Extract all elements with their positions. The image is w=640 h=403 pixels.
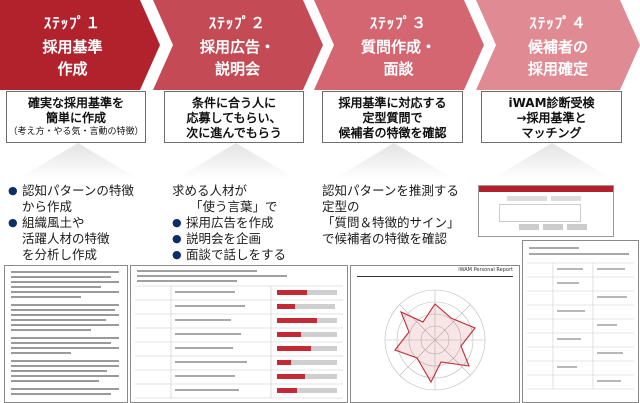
step-4-title-line-1: 候補者の xyxy=(527,38,588,56)
step-3-arrow: ｽﾃｯﾌﾟ３ 質問作成・ 面談 xyxy=(314,0,484,90)
bullet-icon: ● xyxy=(172,248,182,261)
desc1-bullet1-line2: から作成 xyxy=(22,199,73,214)
desc3-line1: 認知パターンを推測する xyxy=(322,183,459,198)
bullet-icon: ● xyxy=(172,216,182,229)
bullet-icon: ● xyxy=(8,184,18,197)
step-3-title-line-2: 面談 xyxy=(383,60,414,78)
step-4-summary-line-2: →採用基準と xyxy=(516,111,587,125)
step-2-title-line-2: 説明会 xyxy=(214,60,260,78)
desc2-bullet3: 面談で話しをする xyxy=(186,247,287,262)
step-3-summary-line-2: 定型質問で xyxy=(362,111,423,125)
step-4-title-line-2: 採用確定 xyxy=(527,60,588,78)
step-3-summary: 採用基準に対応する 定型質問で 候補者の特徴を確認 xyxy=(322,91,463,143)
step-4-arrow: ｽﾃｯﾌﾟ４ 候補者の 採用確定 xyxy=(476,0,640,90)
step-4-pointer xyxy=(492,143,612,179)
step-1-number: ｽﾃｯﾌﾟ１ xyxy=(43,14,102,32)
desc2-line1: 求める人材が xyxy=(172,183,248,198)
step-1-summary-note: （考え方・やる気・言動の特徴） xyxy=(8,127,144,137)
report-radar-thumbnail: iWAM Personal Report xyxy=(350,265,520,403)
step-1-summary-line-2: 簡単に作成 xyxy=(45,111,106,125)
step-4-summary: iWAM診断受検 →採用基準と マッチング xyxy=(481,91,622,143)
desc2-bullet2: 説明会を企画 xyxy=(186,231,262,246)
desc3-line4: で候補者の特徴を確認 xyxy=(322,231,448,246)
step-1-description: ● 認知パターンの特徴 から作成 ● 組織風土や 活躍人材の特徴 を分析し作成 xyxy=(8,183,158,263)
step-3-summary-line-3: 候補者の特徴を確認 xyxy=(338,126,447,140)
step-2-pointer xyxy=(176,143,296,179)
step-4-summary-line-3: マッチング xyxy=(521,126,582,140)
desc3-line2: 定型の xyxy=(322,199,360,214)
bullet-icon: ● xyxy=(8,216,18,229)
ad-document-thumbnail xyxy=(130,265,348,403)
step-1-summary: 確実な採用基準を 簡単に作成 （考え方・やる気・言動の特徴） xyxy=(6,91,146,143)
desc1-bullet1-line1: 認知パターンの特徴 xyxy=(22,183,134,198)
step-4-number: ｽﾃｯﾌﾟ４ xyxy=(529,14,587,32)
step-3-number: ｽﾃｯﾌﾟ３ xyxy=(369,14,428,32)
step-2-summary-line-1: 条件に合う人に xyxy=(191,96,276,110)
desc1-bullet2-line2: 活躍人材の特徴 xyxy=(22,231,110,246)
desc2-bullet1: 採用広告を作成 xyxy=(186,215,274,230)
step-3-description: 認知パターンを推測する 定型の 「質問＆特徴的サイン」 で候補者の特徴を確認 xyxy=(322,183,472,247)
step-2-title-line-1: 採用広告・ xyxy=(199,38,275,56)
step-3-summary-line-1: 採用基準に対応する xyxy=(338,96,447,110)
step-2-summary-line-3: 次に進んでもらう xyxy=(186,126,282,140)
step-1-arrow: ｽﾃｯﾌﾟ１ 採用基準 作成 xyxy=(0,0,160,90)
desc1-bullet2-line1: 組織風土や xyxy=(22,215,85,230)
step-2-number: ｽﾃｯﾌﾟ２ xyxy=(208,14,267,32)
step-2-summary-line-2: 応募してもらい、 xyxy=(186,111,282,125)
step-3-title-line-1: 質問作成・ xyxy=(360,38,436,56)
step-4-summary-line-1: iWAM診断受検 xyxy=(508,96,595,110)
desc1-bullet2-line3: を分析し作成 xyxy=(22,247,98,262)
step-4-app-thumbnail xyxy=(478,185,614,237)
step-3-pointer xyxy=(334,143,454,179)
matching-form-thumbnail xyxy=(522,240,639,403)
step-1-pointer xyxy=(18,143,138,179)
step-2-arrow: ｽﾃｯﾌﾟ２ 採用広告・ 説明会 xyxy=(153,0,323,90)
step-1-summary-line-1: 確実な採用基準を xyxy=(27,96,124,110)
desc2-line2: 「使う言葉」で xyxy=(190,199,278,214)
desc3-line3: 「質問＆特徴的サイン」 xyxy=(322,215,460,230)
step-1-title-line-1: 採用基準 xyxy=(42,38,103,56)
criteria-document-thumbnail xyxy=(4,265,128,403)
step-1-title-line-2: 作成 xyxy=(57,60,88,78)
report-title: iWAM Personal Report xyxy=(458,267,513,273)
step-2-description: 求める人材が 「使う言葉」で ● 採用広告を作成 ● 説明会を企画 ● 面談で話しをす… xyxy=(172,183,322,263)
bullet-icon: ● xyxy=(172,232,182,245)
step-2-summary: 条件に合う人に 応募してもらい、 次に進んでもらう xyxy=(164,91,304,143)
